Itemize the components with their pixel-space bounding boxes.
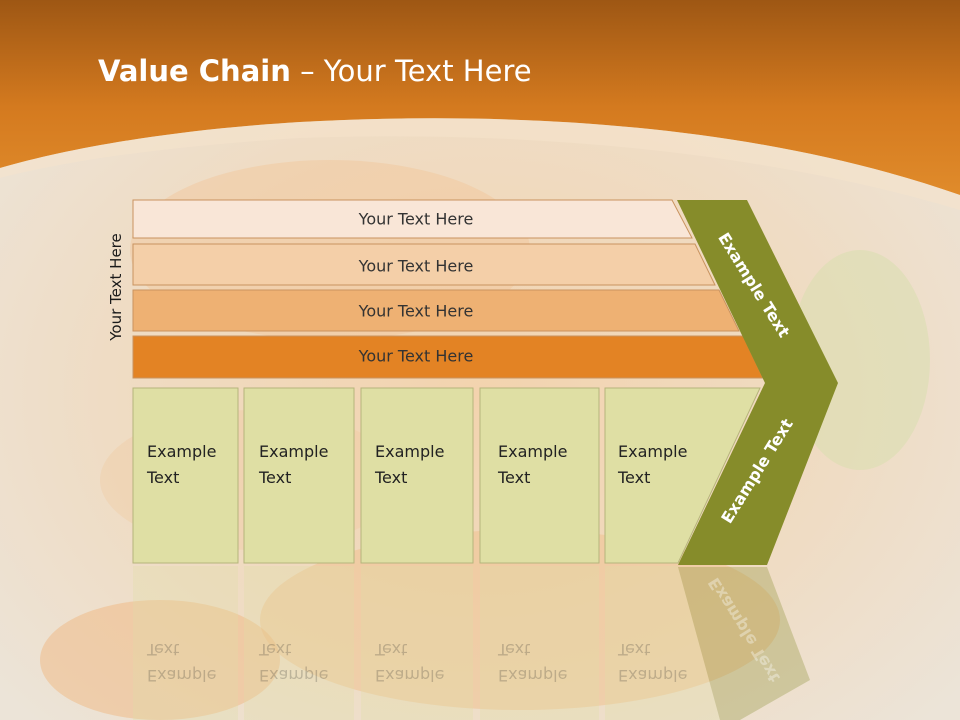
margin-chevron-reflection — [678, 567, 810, 720]
activity-5-text: Example Text — [618, 439, 687, 491]
bar-3-label: Your Text Here — [358, 301, 474, 321]
activity-2-reflection-line2: Text — [259, 640, 292, 659]
activity-1-text: Example Text — [147, 439, 216, 491]
value-chain-diagram — [132, 199, 838, 720]
support-bar-3 — [132, 289, 740, 332]
activity-1-reflection-line2: Text — [147, 640, 180, 659]
activity-2-reflection: Example Text — [259, 636, 328, 688]
activity-2-reflection-line1: Example — [259, 666, 329, 685]
activity-3-reflection: Example Text — [375, 636, 444, 688]
activity-box-2 — [243, 387, 355, 564]
activity-4-line2: Text — [498, 468, 531, 487]
title-rest: – Your Text Here — [290, 54, 532, 88]
activity-4-reflection: Example Text — [498, 636, 567, 688]
activity-box-2-reflection — [244, 566, 354, 720]
activity-3-line1: Example — [375, 442, 445, 461]
bar-2-label: Your Text Here — [358, 256, 474, 276]
margin-chevron — [677, 200, 838, 565]
activity-1-reflection-line1: Example — [147, 666, 217, 685]
activity-2-text: Example Text — [259, 439, 328, 491]
activity-4-reflection-line1: Example — [498, 666, 568, 685]
activity-1-reflection: Example Text — [147, 636, 216, 688]
activity-2-line1: Example — [259, 442, 329, 461]
activity-box-1 — [132, 387, 239, 564]
activity-box-1-reflection — [133, 566, 238, 720]
activity-3-reflection-line1: Example — [375, 666, 445, 685]
activity-3-line2: Text — [375, 468, 408, 487]
page-title: Value Chain – Your Text Here — [98, 54, 532, 88]
bar-1-label: Your Text Here — [358, 209, 474, 229]
activity-3-text: Example Text — [375, 439, 444, 491]
activity-5-reflection-line1: Example — [618, 666, 688, 685]
activity-5-line1: Example — [618, 442, 688, 461]
activity-box-3 — [360, 387, 474, 564]
activity-box-4 — [479, 387, 600, 564]
activity-2-line2: Text — [259, 468, 292, 487]
activity-5-reflection: Example Text — [618, 636, 687, 688]
activity-1-line2: Text — [147, 468, 180, 487]
activity-4-line1: Example — [498, 442, 568, 461]
side-label: Your Text Here — [107, 233, 125, 341]
activity-box-5-reflection — [605, 566, 720, 720]
support-bar-2 — [132, 243, 716, 286]
activity-1-line1: Example — [147, 442, 217, 461]
activity-4-text: Example Text — [498, 439, 567, 491]
support-bar-1 — [132, 199, 693, 239]
activity-box-3-reflection — [361, 566, 473, 720]
activity-3-reflection-line2: Text — [375, 640, 408, 659]
activity-box-4-reflection — [480, 566, 599, 720]
activity-5-line2: Text — [618, 468, 651, 487]
activity-4-reflection-line2: Text — [498, 640, 531, 659]
activity-box-5 — [604, 387, 761, 564]
activity-5-reflection-line2: Text — [618, 640, 651, 659]
bar-4-label: Your Text Here — [358, 346, 474, 366]
title-bold: Value Chain — [98, 54, 291, 88]
